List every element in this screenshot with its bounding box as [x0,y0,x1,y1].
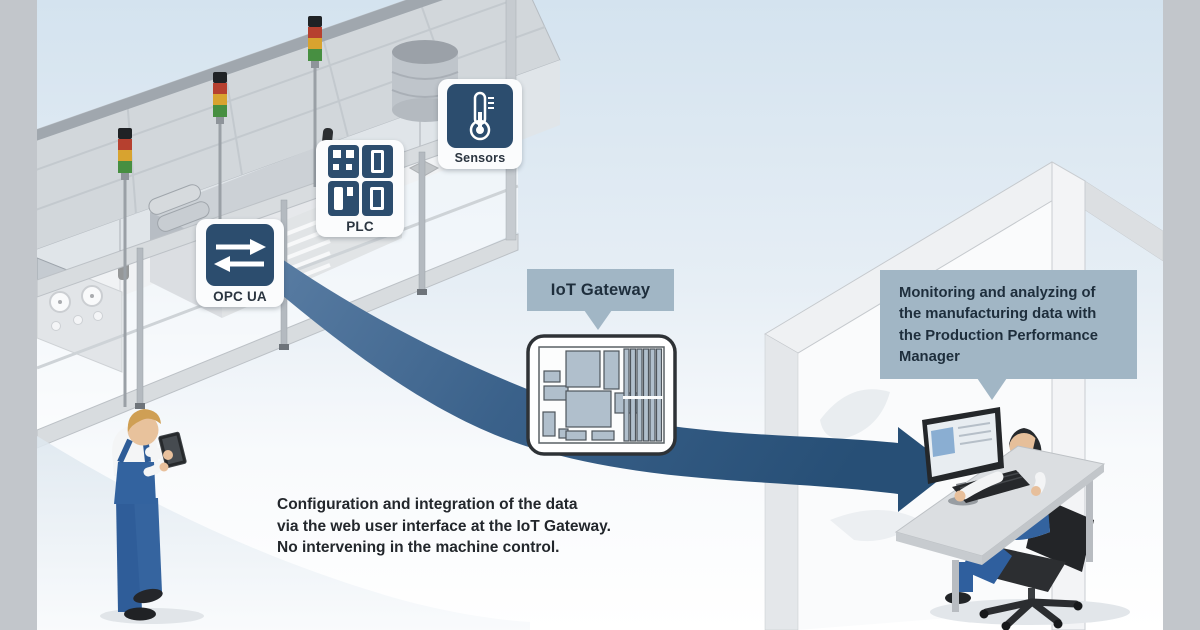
configuration-caption: Configuration and integration of the dat… [277,494,611,559]
tank [391,40,459,122]
caption-line: No intervening in the machine control. [277,539,560,556]
plc-grid-icon [327,145,393,216]
thermometer-icon [447,84,513,148]
technician-standing [100,409,204,624]
card-plc-label: PLC [346,219,374,234]
signal-tower-2 [213,72,227,223]
bubble-line: Manager [899,348,960,365]
monitoring-speech-bubble: Monitoring and analyzing of the manufact… [880,270,1137,401]
card-opc-ua-label: OPC UA [213,289,267,304]
letterbox-left [0,0,37,630]
roof-eave-beam [37,0,444,141]
operator-arms [954,471,1046,502]
iot-gateway-pointer [584,310,612,330]
bubble-pointer [977,378,1007,401]
monitor [922,407,1004,506]
card-sensors: Sensors [438,79,522,169]
bubble-line: the manufacturing data with [899,306,1097,323]
caption-line: via the web user interface at the IoT Ga… [277,517,611,535]
bubble-line: Monitoring and analyzing of [899,285,1096,301]
card-sensors-label: Sensors [454,151,506,165]
workstation [894,407,1130,630]
card-plc: PLC [316,140,404,237]
pcb-break [623,396,663,399]
card-opc-ua: OPC UA [196,219,284,307]
bubble-line: the Production Performance [899,327,1098,344]
signal-tower-1 [118,128,132,407]
pcb-layout-icon [542,348,663,442]
iot-gateway-label-text: IoT Gateway [550,280,651,299]
letterbox-right [1163,0,1200,630]
roller-cylinders [148,184,210,232]
opc-ua-arrows-icon [206,224,274,286]
caption-line: Configuration and integration of the dat… [277,496,578,513]
iot-gateway-device [526,334,677,456]
iot-gateway-label: IoT Gateway [527,269,674,330]
signal-tower-3 [308,16,322,187]
data-flow-arrow [238,240,953,512]
